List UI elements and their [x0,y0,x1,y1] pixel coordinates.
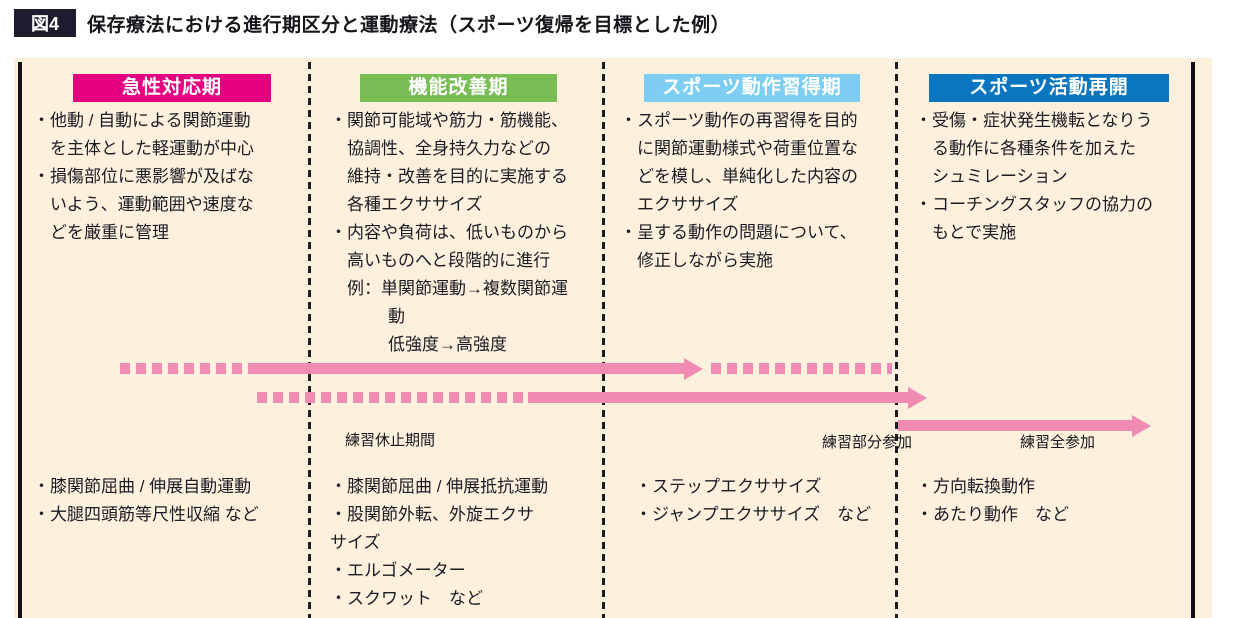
text-line: を主体とした軽運動が中心 [50,139,254,158]
right-border-line [1191,62,1195,618]
timeline-arrow-3-solid [898,420,1132,431]
phase4-exercise-list: ・方向転換動作・あたり動作 など [916,473,1069,529]
label-practice-rest-period: 練習休止期間 [345,432,436,449]
phase-header-sports-skill-acquisition: スポーツ動作習得期 [644,74,860,102]
phase3-notes: ・スポーツ動作の再習得を目的に関節運動様式や荷重位置などを模し、単純化した内容の… [620,107,858,275]
text-line: ・受傷・症状発生機転となりう [915,111,1153,130]
text-line: ・方向転換動作 [916,477,1035,496]
label-practice-full-participation: 練習全参加 [1020,434,1096,451]
text-line: に関節運動様式や荷重位置な [637,139,858,158]
phase4-notes: ・受傷・症状発生機転となりうる動作に各種条件を加えたシュミレーション・コーチング… [915,107,1153,247]
timeline-arrow-2-solid [528,392,908,403]
label-practice-partial-participation: 練習部分参加 [822,434,913,451]
left-border-line [18,62,22,618]
phase2-exercise-list: ・膝関節屈曲 / 伸展抵抗運動・股関節外転、外旋エクササイズ・エルゴメーター・ス… [330,473,548,613]
text-line: 動 [388,307,405,326]
text-line: いよう、運動範囲や速度な [50,195,254,214]
timeline-arrow-2-arrowhead-icon [908,387,927,409]
phase2-notes: ・関節可能域や筋力・筋機能、協調性、全身持久力などの維持・改善を目的に実施する各… [330,107,568,359]
text-line: 維持・改善を目的に実施する [347,167,568,186]
text-line: ・スクワット など [330,589,483,608]
text-line: もとで実施 [932,223,1017,242]
text-line: 協調性、全身持久力などの [347,139,551,158]
text-line: 例：単関節運動→複数関節運 [347,279,568,298]
figure-title: 保存療法における進行期区分と運動療法（スポーツ復帰を目標とした例） [87,14,731,36]
text-line: ・膝関節屈曲 / 伸展自動運動 [33,477,252,496]
phase-divider-2 [602,62,605,618]
text-line: 修正しながら実施 [637,251,773,270]
text-line: ・膝関節屈曲 / 伸展抵抗運動 [330,477,549,496]
text-line: ・損傷部位に悪影響が及ばな [33,167,254,186]
phase-divider-3 [895,62,898,618]
text-line: 各種エクササイズ [347,195,483,214]
phase1-notes: ・他動 / 自動による関節運動を主体とした軽運動が中心・損傷部位に悪影響が及ばな… [33,107,254,247]
timeline-arrow-1-solid [257,363,684,374]
text-line: ・大腿四頭筋等尺性収縮 など [33,505,259,524]
text-line: ・ジャンプエクササイズ など [635,505,872,524]
text-line: どを厳重に管理 [50,223,169,242]
text-line: ・呈する動作の問題について、 [620,223,857,242]
timeline-arrow-1-dotted-tail [711,363,892,374]
text-line: 高いものへと段階的に進行 [347,251,551,270]
text-line: ・スポーツ動作の再習得を目的 [620,111,858,130]
timeline-arrow-1-arrowhead-icon [684,358,703,380]
phase3-exercise-list: ・ステップエクササイズ・ジャンプエクササイズ など [635,473,871,529]
figure-title-bar: 図4 保存療法における進行期区分と運動療法（スポーツ復帰を目標とした例） [14,9,730,37]
text-line: ・他動 / 自動による関節運動 [33,111,251,130]
text-line: サイズ [330,533,381,552]
text-line: ・関節可能域や筋力・筋機能、 [330,111,568,130]
text-line: ・コーチングスタッフの協力の [915,195,1153,214]
text-line: ・あたり動作 など [916,505,1069,524]
phase-header-sports-resumption: スポーツ活動再開 [929,74,1169,102]
figure-number-badge: 図4 [14,9,76,37]
text-line: エクササイズ [637,195,739,214]
text-line: ・内容や負荷は、低いものから [330,223,568,242]
phase-header-function-improvement: 機能改善期 [360,74,557,102]
timeline-arrow-3-arrowhead-icon [1132,415,1151,437]
timeline-arrow-1-dotted-lead [120,363,257,374]
text-line: 低強度→高強度 [388,335,507,354]
phase1-exercise-list: ・膝関節屈曲 / 伸展自動運動・大腿四頭筋等尺性収縮 など [33,473,259,529]
text-line: ・ステップエクササイズ [635,477,822,496]
timeline-arrow-2-dotted-lead [257,392,528,403]
text-line: る動作に各種条件を加えた [932,139,1136,158]
text-line: シュミレーション [932,167,1068,186]
text-line: ・股関節外転、外旋エクサ [330,505,534,524]
text-line: ・エルゴメーター [330,561,466,580]
phase-header-acute: 急性対応期 [73,74,271,102]
phase-divider-1 [308,62,311,618]
text-line: どを模し、単純化した内容の [637,167,858,186]
diagram-board: 急性対応期 機能改善期 スポーツ動作習得期 スポーツ活動再開 ・他動 / 自動に… [14,58,1212,618]
